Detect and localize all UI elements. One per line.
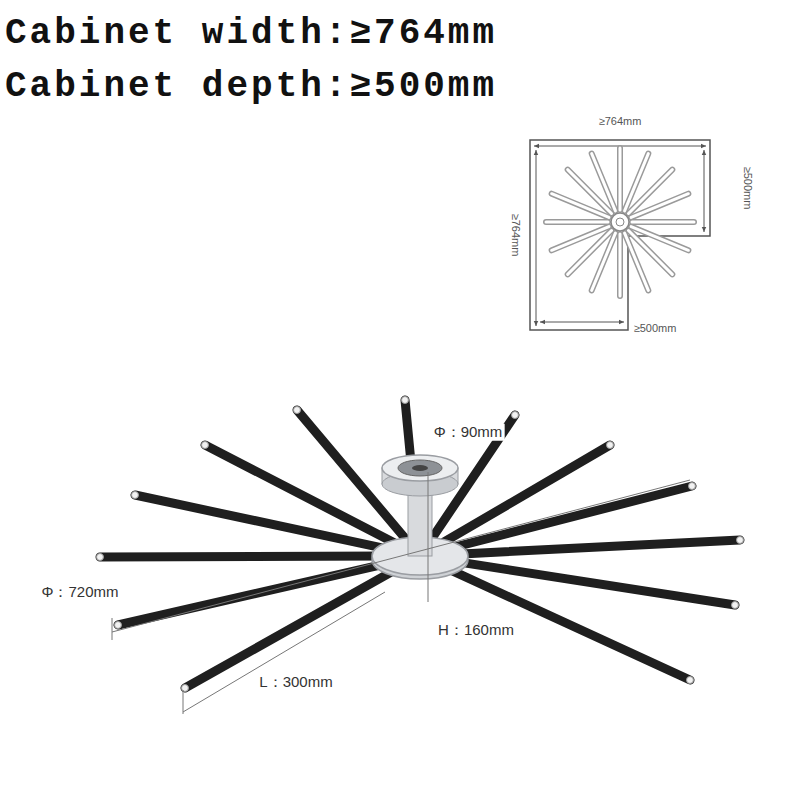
inset-arm xyxy=(592,233,616,290)
inset-arm xyxy=(552,227,609,251)
inset-arm xyxy=(546,221,608,224)
inset-arm xyxy=(617,234,623,296)
spec-heading: Cabinet width:≥764mm xyxy=(5,14,497,54)
inset-arm xyxy=(625,154,649,211)
inset-arm xyxy=(592,154,616,211)
dimension-label: ≥500mm xyxy=(742,165,754,212)
arm-tip xyxy=(115,622,122,629)
dimension-label: H：160mm xyxy=(436,622,516,639)
dimension-label: ≥764mm xyxy=(510,212,522,259)
inset-arm xyxy=(628,230,672,274)
inset-arm xyxy=(619,148,622,210)
arm-tip xyxy=(132,492,139,499)
rack-arm xyxy=(447,486,692,549)
dimension-label: ≥764mm xyxy=(597,115,644,127)
arm-tip xyxy=(689,483,696,490)
dimension-label: Φ：90mm xyxy=(432,424,505,441)
cabinet-plan xyxy=(530,140,710,330)
inset-arm xyxy=(546,219,608,225)
dimension-label: L：300mm xyxy=(257,674,334,691)
inset-arm xyxy=(592,154,616,211)
arm-tip xyxy=(294,407,301,414)
arm-tip xyxy=(97,554,104,561)
inset-arm xyxy=(628,170,672,214)
dimension-lines xyxy=(112,472,690,714)
rack-arms xyxy=(97,397,744,692)
inset-arm xyxy=(632,221,694,224)
dimension-label: Φ：720mm xyxy=(40,584,121,601)
inset-arm xyxy=(619,234,622,296)
dimension-label: ≥500mm xyxy=(632,322,679,334)
inset-arm xyxy=(631,194,688,218)
inset-arm xyxy=(552,194,609,218)
inset-arm xyxy=(568,170,612,214)
arm-tip xyxy=(202,442,209,449)
arm-tip xyxy=(737,537,744,544)
rack-hub xyxy=(372,455,468,579)
inset-arm xyxy=(617,148,623,210)
rack-arm xyxy=(452,561,736,605)
arm-tip xyxy=(607,442,614,449)
inset-arm xyxy=(625,233,649,290)
rack-arm xyxy=(118,563,390,625)
inset-arm xyxy=(632,219,694,225)
arm-tip xyxy=(687,677,694,684)
arm-tip xyxy=(402,397,409,404)
inset-arm xyxy=(552,227,609,251)
rack-arm xyxy=(100,552,388,562)
inset-arm xyxy=(631,194,688,218)
inset-arm xyxy=(568,230,612,274)
inset-arm xyxy=(631,227,688,251)
arm-tip xyxy=(732,602,739,609)
arm-tip xyxy=(512,412,519,419)
rack-arm xyxy=(452,540,740,554)
inset-arm xyxy=(625,233,649,290)
spec-heading: Cabinet depth:≥500mm xyxy=(5,67,497,107)
